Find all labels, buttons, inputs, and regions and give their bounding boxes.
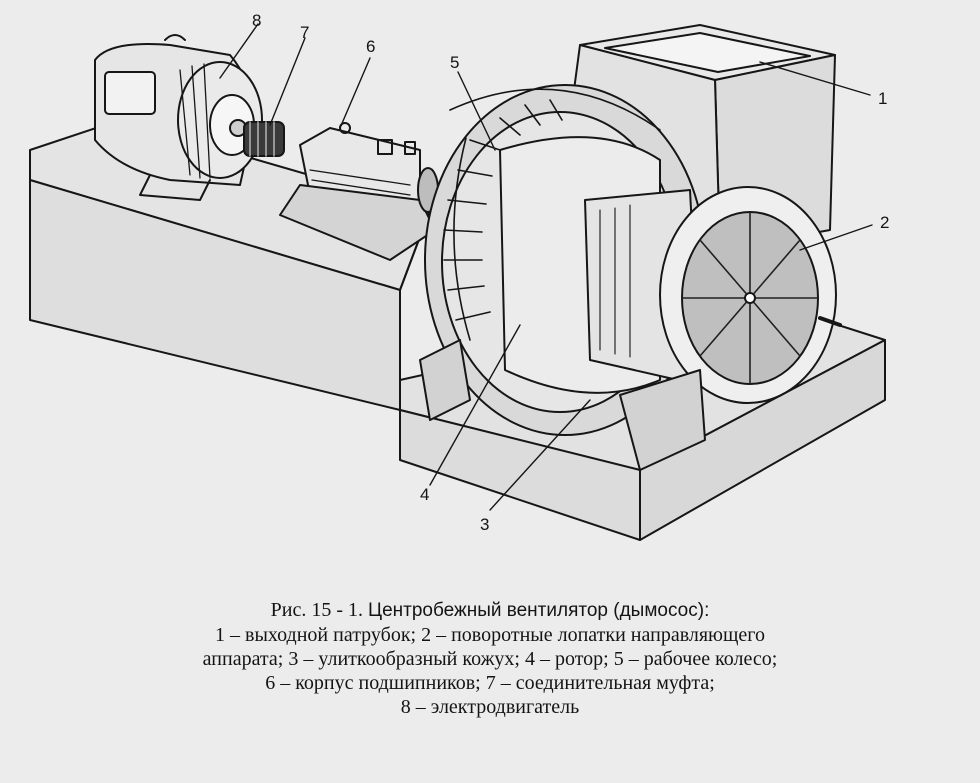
fan-illustration: 1 2 3 4 5 6 7 8 [29,11,889,541]
label-7: 7 [300,23,309,42]
label-8: 8 [252,11,261,30]
casing-supports [419,339,706,471]
caption-line-5: 8 – электродвигатель [400,696,580,718]
label-4: 4 [420,485,429,504]
label-6: 6 [366,37,375,56]
bearing-housing [279,122,439,261]
label-3: 3 [480,515,489,534]
label-1: 1 [878,89,887,108]
impeller-blades [443,99,563,341]
guide-vane-ring [659,186,842,404]
leader-lines [219,23,873,511]
caption-line-2: 1 – выходной патрубок; 2 – поворотные ло… [215,624,765,646]
caption-line-3: аппарата; 3 – улиткообразный кожух; 4 – … [202,648,778,670]
label-5: 5 [450,53,459,72]
caption-line-4: 6 – корпус подшипников; 7 – соединительн… [265,672,715,694]
caption-title: Центробежный вентилятор (дымосос): [368,600,710,621]
coupling [243,121,285,157]
figure-caption: Рис. 15 - 1. Центробежный вентилятор (ды… [0,598,980,719]
caption-title-line: Рис. 15 - 1. Центробежный вентилятор (ды… [0,598,980,623]
label-2: 2 [880,213,889,232]
caption-prefix: Рис. 15 - 1. [270,599,364,621]
